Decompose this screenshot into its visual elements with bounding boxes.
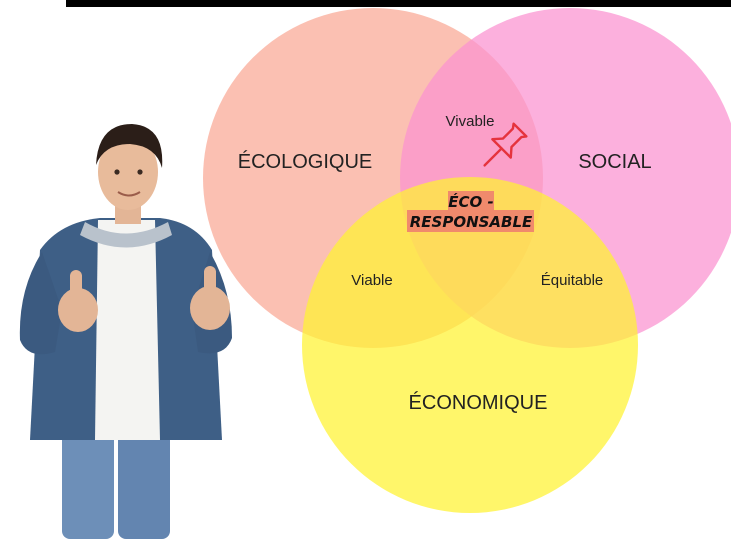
tshirt — [95, 220, 160, 440]
left-eye — [114, 169, 120, 175]
label-ecologique: ÉCOLOGIQUE — [238, 150, 372, 173]
label-social: SOCIAL — [578, 151, 651, 173]
center-label-line2: RESPONSABLE — [410, 213, 533, 231]
label-economique: ÉCONOMIQUE — [409, 391, 548, 414]
label-equitable: Équitable — [541, 272, 604, 289]
smile — [117, 191, 141, 197]
label-viable: Viable — [351, 272, 392, 289]
label-vivable: Vivable — [446, 113, 495, 130]
hood — [80, 222, 172, 248]
teen-thumbs-up-illustration — [19, 124, 232, 539]
pushpin-icon — [483, 122, 528, 167]
top-black-bar — [66, 0, 731, 7]
center-highlight-bottom — [407, 210, 534, 232]
center-highlight-top — [448, 191, 494, 210]
left-thumb — [70, 270, 82, 300]
right-hand — [190, 286, 230, 330]
left-arm — [19, 252, 62, 355]
right-eye — [137, 169, 143, 175]
center-label-line1: ÉCO - — [448, 192, 493, 211]
jeans-right-leg — [118, 430, 170, 539]
circle-economique — [302, 177, 638, 513]
jeans-left-leg — [62, 430, 114, 539]
right-thumb — [204, 266, 216, 298]
head — [98, 134, 158, 210]
left-hand — [58, 288, 98, 332]
hair — [96, 124, 163, 168]
